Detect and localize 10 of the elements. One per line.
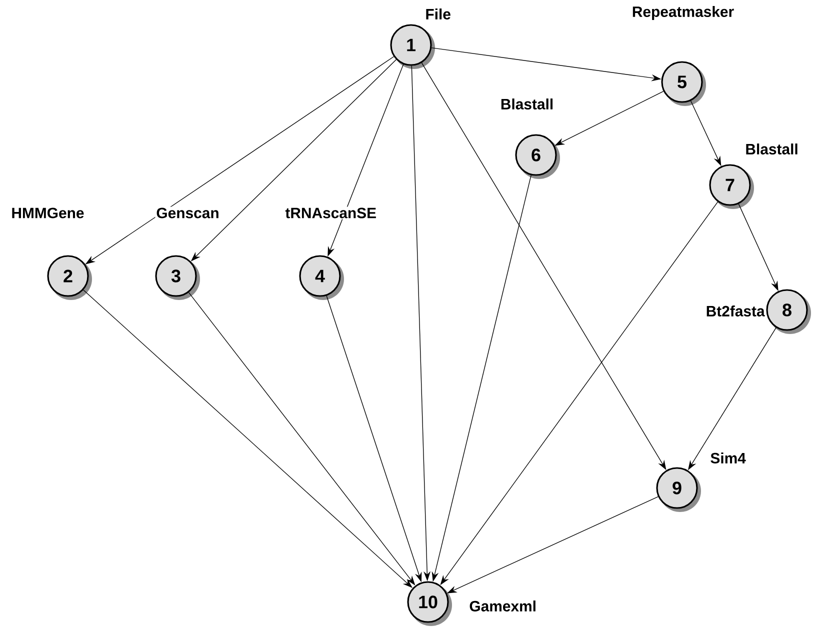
node-label: Blastall (744, 142, 800, 156)
node-label: Sim4 (709, 452, 747, 464)
node-label: Repeatmasker (630, 5, 736, 21)
node-label: Gamexml (468, 600, 538, 612)
node-label: tRNAscanSE (284, 206, 378, 220)
node-label: Blastall (499, 98, 555, 110)
node-label: Genscan (155, 206, 220, 220)
node-label: Bt2fasta (704, 304, 766, 318)
node-label: File (424, 8, 452, 20)
node-label: HMMGene (10, 206, 86, 220)
